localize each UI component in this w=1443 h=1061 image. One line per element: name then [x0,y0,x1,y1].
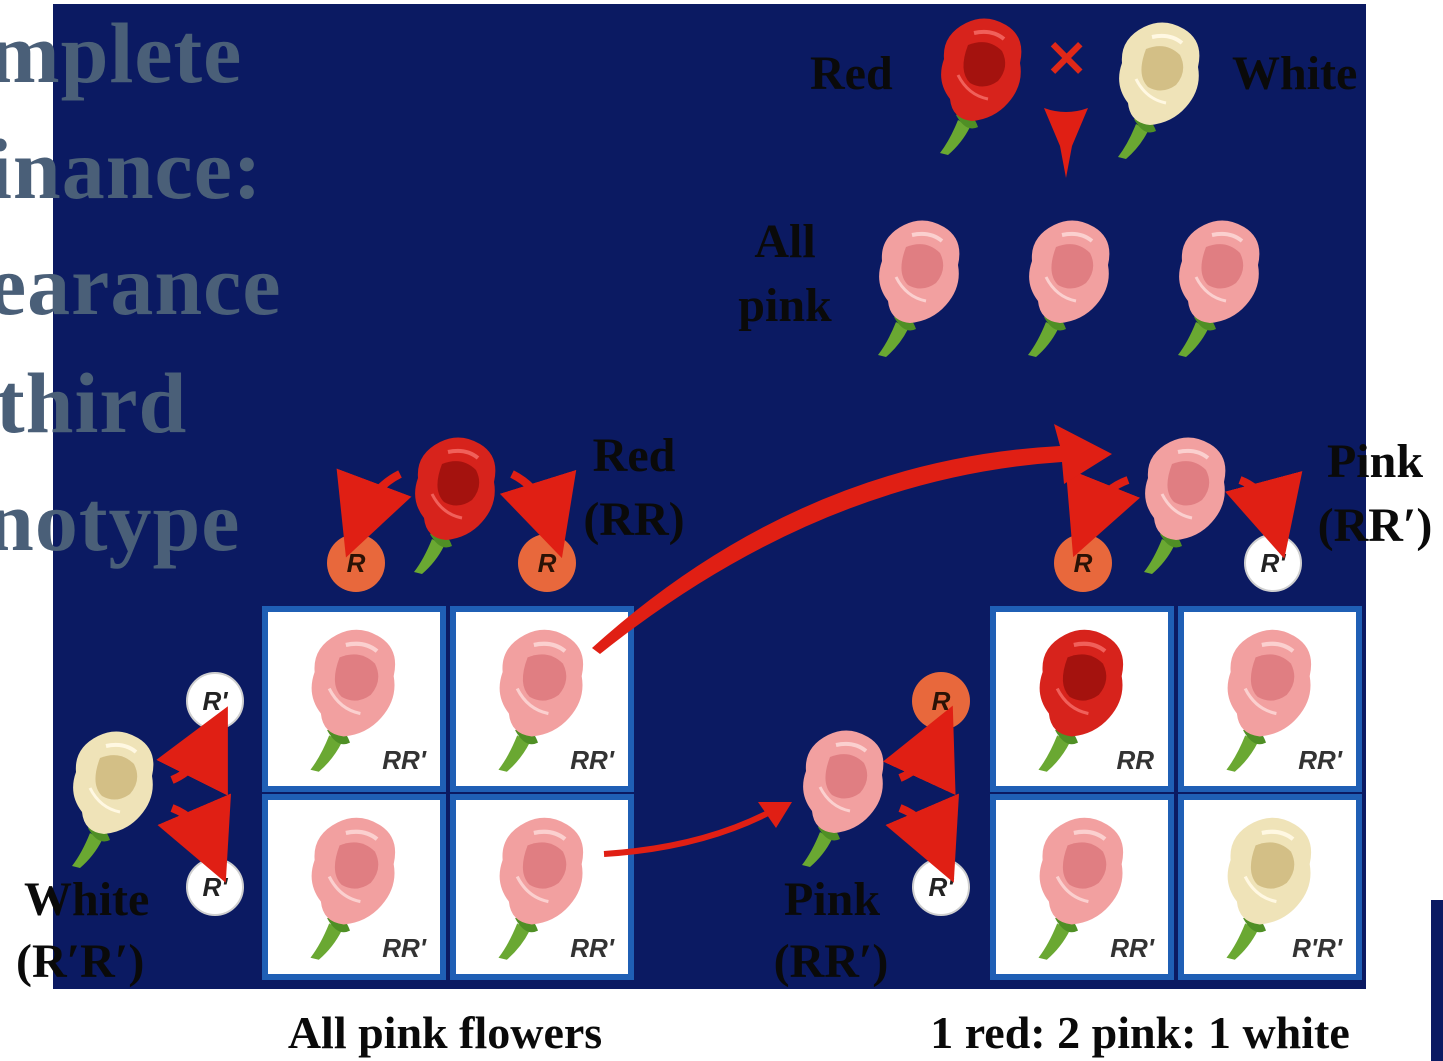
genotype-label: RR' [1110,933,1154,963]
left-white-label-line2: (R′R′) [16,935,145,988]
cross-symbol: × [1044,25,1090,88]
right-pink-top-label-line2: (RR′) [1317,499,1433,552]
f1-down-arrow [1044,108,1088,178]
title-line-3: earance [0,237,282,333]
right-side-arrow-up [882,705,956,796]
right-side-arrow-down [885,793,959,883]
left-red-arrow-left [336,468,412,558]
left-red-label-line1: Red [592,429,676,482]
right-cell-1: RR [990,606,1174,792]
left-white-arrow-down [157,793,231,883]
right-result-caption: 1 red: 2 pink: 1 white [930,1007,1350,1058]
left-white-label-line1: White [24,873,150,926]
genotype-label: RR' [1298,745,1342,775]
title-line-5: notype [0,473,241,569]
genotype-label: RR [1116,745,1154,775]
left-red-arrow-right [499,469,577,559]
genotype-label: RR' [570,933,614,963]
right-pink-side-label-line2: (RR′) [773,935,889,988]
lower-cell-arrowhead [758,802,792,828]
right-pink-top-label-line1: Pink [1326,435,1424,488]
f1-label-line1: All [754,215,816,268]
right-cell-3: RR' [990,794,1174,980]
right-pink-arrow-right [1225,471,1303,559]
right-pink-side-label-line1: Pink [783,873,881,926]
left-result-caption: All pink flowers [287,1007,603,1058]
parent-white-label: White [1232,47,1358,100]
lower-cell-arrow [603,809,772,857]
edge-bar [1428,900,1443,1061]
left-cell-4: RR' [450,794,634,980]
left-cell-3: RR' [262,794,446,980]
left-red-label-line2: (RR) [583,493,685,546]
right-pink-arrow-left [1065,467,1141,558]
genotype-label: R'R' [1292,933,1342,963]
title-line-2: inance: [0,121,263,217]
parent-red-label: Red [810,47,893,100]
title-line-4: third [0,355,188,451]
right-cell-2: RR' [1178,606,1362,792]
right-cell-4: R'R' [1178,794,1362,980]
genotype-label: RR' [382,933,426,963]
title-line-1: mplete [0,5,243,101]
left-white-arrow-up [156,706,228,796]
left-cell-2: RR' [450,606,634,792]
long-curved-arrow [592,424,1112,654]
genotype-label: RR' [382,745,426,775]
f1-label-line2: pink [738,279,832,332]
genotype-label: RR' [570,745,614,775]
left-cell-1: RR' [262,606,446,792]
